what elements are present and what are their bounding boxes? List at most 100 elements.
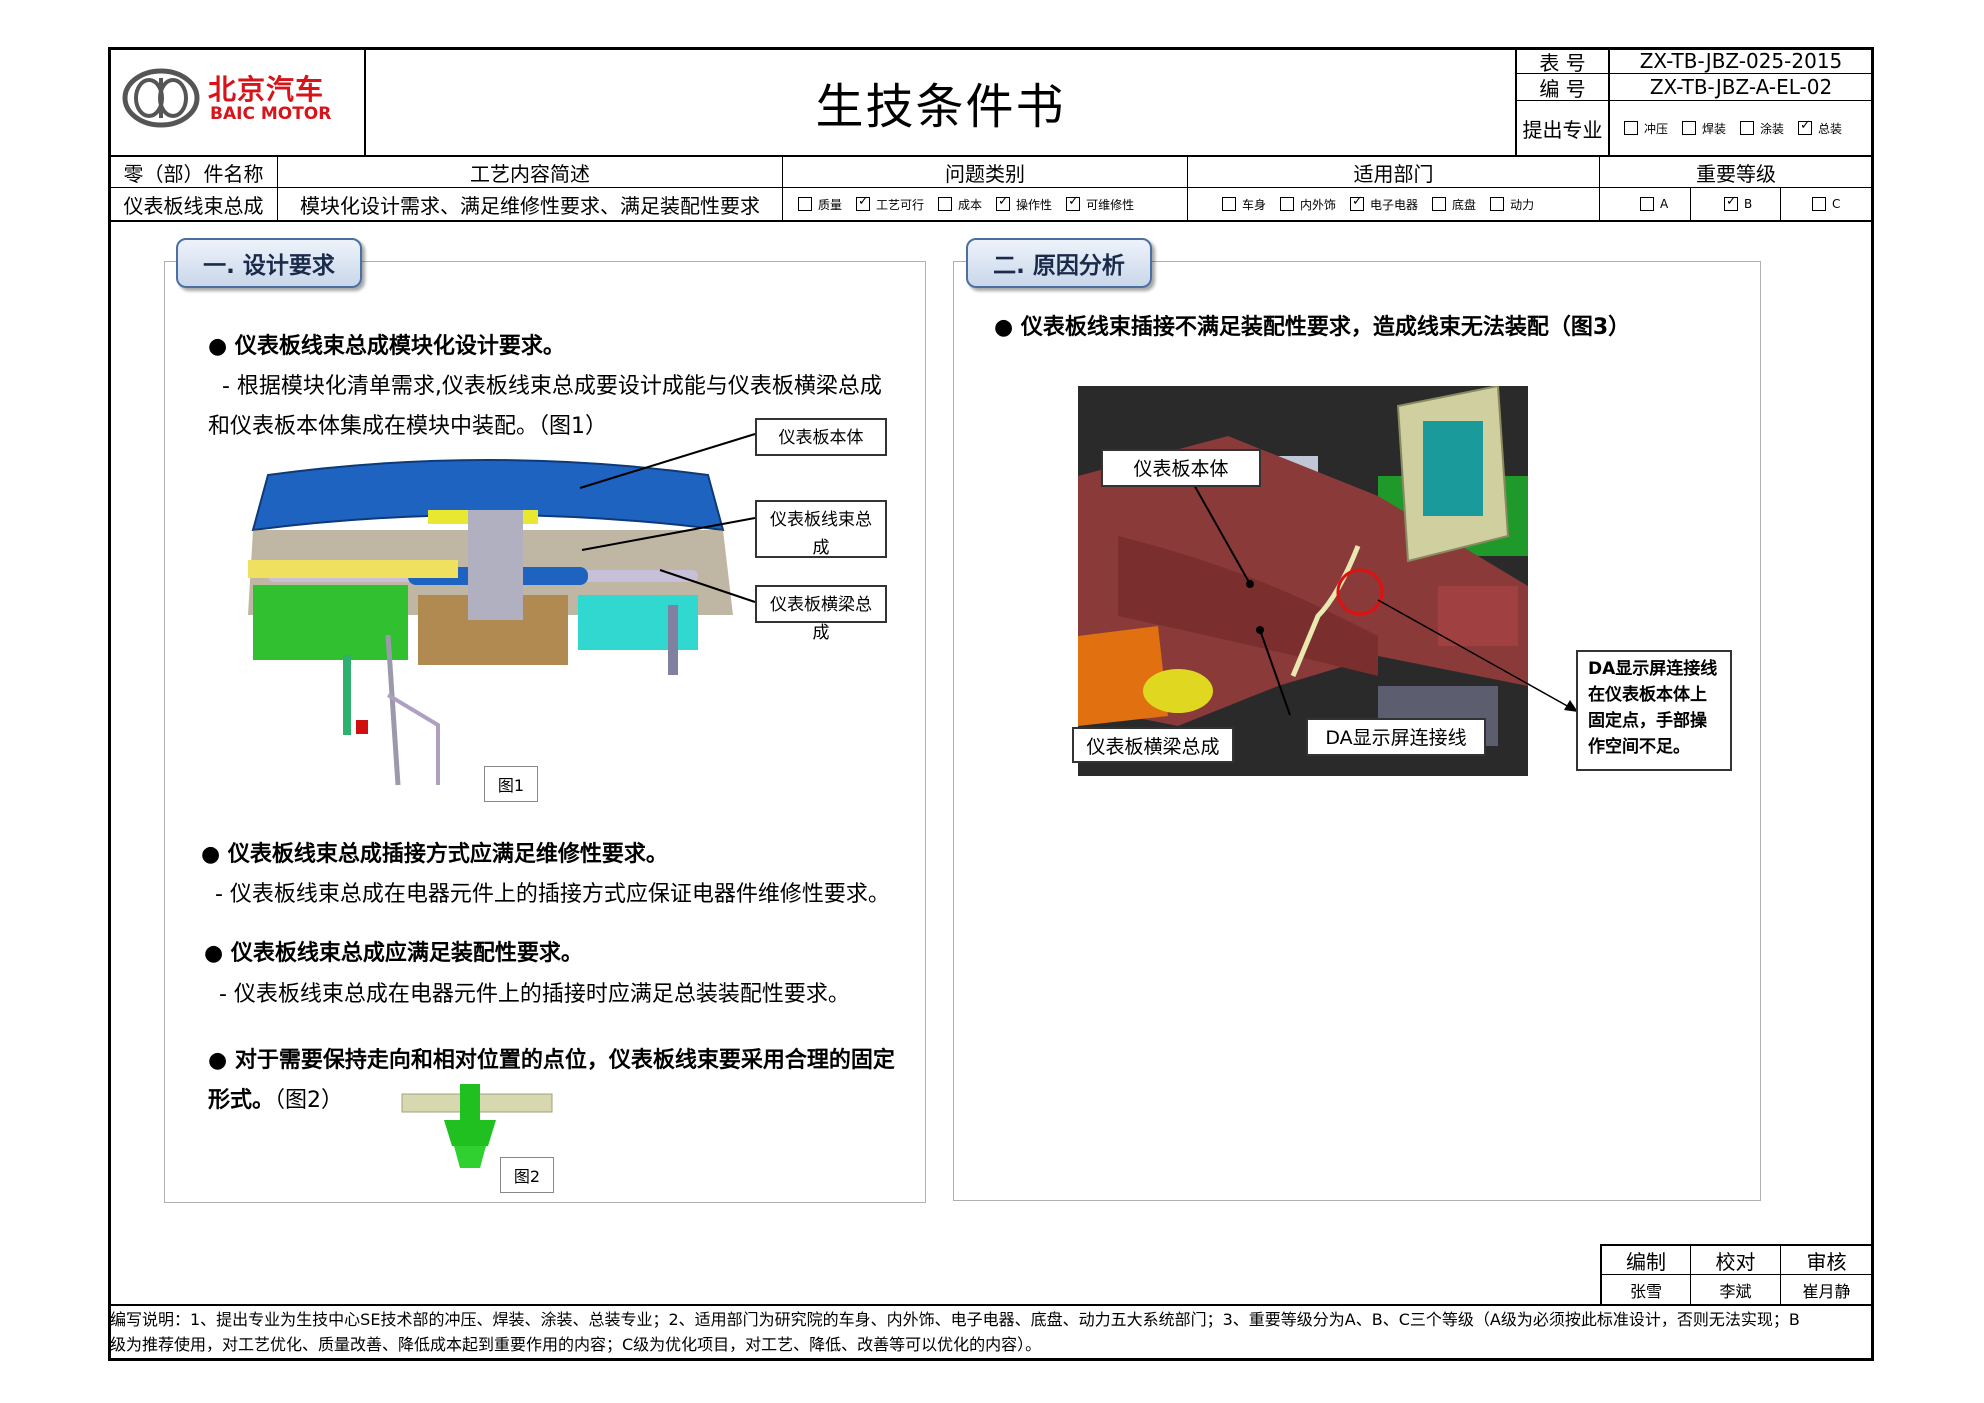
grid-line	[1600, 1274, 1872, 1275]
checkbox[interactable]	[1682, 121, 1697, 135]
grid-line	[1780, 1244, 1781, 1304]
dept-option[interactable]: 底盘	[1432, 196, 1476, 213]
specialty-option[interactable]: 冲压	[1624, 120, 1668, 137]
checkbox[interactable]	[938, 197, 953, 211]
checkbox-checked[interactable]	[1798, 118, 1813, 135]
header-part-name: 零（部）件名称	[123, 161, 264, 186]
dept-option[interactable]: 车身	[1222, 196, 1266, 213]
level-option-b[interactable]: B	[1724, 188, 1774, 220]
req2-line: - 仪表板线束总成在电器元件上的插接方式应保证电器件维修性要求。	[208, 882, 890, 907]
footer-note: 编写说明：1、提出专业为生技中心SE技术部的冲压、焊装、涂装、总装专业；2、适用…	[110, 1307, 1872, 1357]
req1-line1: - 根据模块化清单需求,仪表板线束总成要设计成能与仪表板横梁总成	[208, 374, 882, 399]
req4-line2: 形式。（图2）	[208, 1088, 344, 1113]
dept-option[interactable]: 电子电器	[1350, 194, 1418, 213]
fig1-dashboard-illustration	[248, 459, 733, 786]
baic-emblem-icon	[122, 68, 200, 128]
dept-options: 车身 内外饰 电子电器 底盘 动力	[1222, 188, 1599, 220]
fig2-clip-illustration	[401, 1084, 553, 1168]
signoff-header-prepared: 编制	[1626, 1249, 1666, 1274]
grid-line	[1515, 73, 1872, 74]
level-option-c[interactable]: C	[1812, 188, 1862, 220]
fig1-callout-wiring-harness: 仪表板线束总成	[755, 500, 887, 558]
specialty-label: 提出专业	[1522, 117, 1603, 142]
header-process: 工艺内容简述	[470, 161, 590, 186]
grid-line	[110, 220, 1872, 222]
footer-note-line2: 级为推荐使用，对工艺优化、质量改善、降低成本起到重要作用的内容；C级为优化项目，…	[110, 1335, 1042, 1354]
checkbox[interactable]	[1490, 197, 1505, 211]
page-title: 生技条件书	[815, 79, 1066, 135]
fig1-callout-crossbeam: 仪表板横梁总成	[755, 585, 887, 643]
meta-label-doc-no: 编 号	[1539, 76, 1586, 101]
grid-line	[1515, 49, 1517, 155]
fig3-note: DA显示屏连接线在仪表板本体上固定点，手部操作空间不足。	[1576, 650, 1732, 771]
checkbox-checked[interactable]	[1350, 194, 1365, 211]
grid-line	[1690, 188, 1691, 220]
checkbox[interactable]	[1222, 197, 1236, 211]
checkbox[interactable]	[1280, 197, 1295, 211]
problem-option[interactable]: 操作性	[996, 194, 1052, 213]
header-problem: 问题类别	[945, 161, 1025, 186]
fig1-leader-lines	[579, 433, 756, 603]
level-option-a[interactable]: A	[1640, 188, 1690, 220]
fig1-label: 图1	[484, 766, 538, 802]
specialty-option[interactable]: 涂装	[1740, 120, 1784, 137]
fig3-callout-da-cable: DA显示屏连接线	[1306, 718, 1486, 756]
signoff-header-approved: 审核	[1806, 1249, 1847, 1274]
specialty-option[interactable]: 焊装	[1682, 120, 1726, 137]
req4-line1: ● 对于需要保持走向和相对位置的点位，仪表板线束要采用合理的固定	[208, 1048, 895, 1073]
signoff-name-approved: 崔月静	[1802, 1281, 1851, 1301]
signoff-name-prepared: 张雪	[1629, 1281, 1662, 1301]
document-frame	[108, 47, 1874, 1361]
req1-title: ● 仪表板线束总成模块化设计要求。	[208, 334, 565, 359]
checkbox[interactable]	[1624, 121, 1638, 135]
signoff-header-checked: 校对	[1715, 1249, 1756, 1274]
checkbox[interactable]	[1740, 121, 1755, 135]
fig2-label: 图2	[500, 1157, 554, 1193]
specialty-options: 冲压 焊装 涂装 总装	[1624, 101, 1872, 155]
specialty-option[interactable]: 总装	[1798, 118, 1842, 137]
grid-line	[364, 49, 366, 155]
req3-title: ● 仪表板线束总成应满足装配性要求。	[204, 941, 583, 966]
checkbox[interactable]	[1812, 197, 1826, 211]
problem-option[interactable]: 工艺可行	[856, 194, 924, 213]
grid-line	[1187, 157, 1188, 220]
checkbox-checked[interactable]	[856, 194, 871, 211]
meta-value-doc-no: ZX-TB-JBZ-A-EL-02	[1649, 75, 1833, 99]
meta-label-form-no: 表 号	[1539, 50, 1586, 75]
baic-logo: 北京汽车 BAIC MOTOR	[122, 62, 352, 134]
process-value: 模块化设计需求、满足维修性要求、满足装配性要求	[300, 193, 760, 218]
req1-line2: 和仪表板本体集成在模块中装配。（图1）	[208, 414, 607, 439]
grid-line	[1599, 157, 1600, 220]
grid-line	[1780, 188, 1781, 220]
grid-line	[110, 1304, 1872, 1306]
fig1-callout-dashboard-body: 仪表板本体	[755, 418, 887, 456]
fig3-callout-crossbeam: 仪表板横梁总成	[1072, 727, 1234, 763]
problem-options: 质量 工艺可行 成本 操作性 可维修性	[798, 188, 1187, 220]
fig3-callout-dashboard-body: 仪表板本体	[1101, 449, 1261, 487]
dept-option[interactable]: 内外饰	[1280, 196, 1336, 213]
grid-line	[1515, 100, 1872, 101]
req3-line: - 仪表板线束总成在电器元件上的插接时应满足总装装配性要求。	[212, 982, 850, 1007]
checkbox[interactable]	[1640, 197, 1654, 211]
req2-title: ● 仪表板线束总成插接方式应满足维修性要求。	[201, 842, 668, 867]
signoff-name-checked: 李斌	[1719, 1281, 1752, 1301]
part-name-value: 仪表板线束总成	[123, 193, 264, 218]
dept-option[interactable]: 动力	[1490, 196, 1534, 213]
grid-line	[277, 157, 278, 220]
grid-line	[782, 157, 783, 220]
problem-option[interactable]: 成本	[938, 196, 982, 213]
logo-text-en: BAIC MOTOR	[210, 104, 332, 124]
problem-option[interactable]: 质量	[798, 196, 842, 213]
checkbox-checked[interactable]	[1724, 194, 1738, 211]
grid-line	[110, 187, 1872, 188]
logo-text-cn: 北京汽车	[208, 73, 325, 106]
grid-line	[1690, 1244, 1691, 1304]
checkbox-checked[interactable]	[996, 194, 1011, 211]
meta-value-form-no: ZX-TB-JBZ-025-2015	[1639, 49, 1843, 73]
checkbox[interactable]	[798, 197, 812, 211]
grid-line	[110, 155, 1872, 157]
checkbox[interactable]	[1432, 197, 1447, 211]
checkbox-checked[interactable]	[1066, 194, 1081, 211]
problem-option[interactable]: 可维修性	[1066, 194, 1134, 213]
header-level: 重要等级	[1696, 161, 1776, 186]
